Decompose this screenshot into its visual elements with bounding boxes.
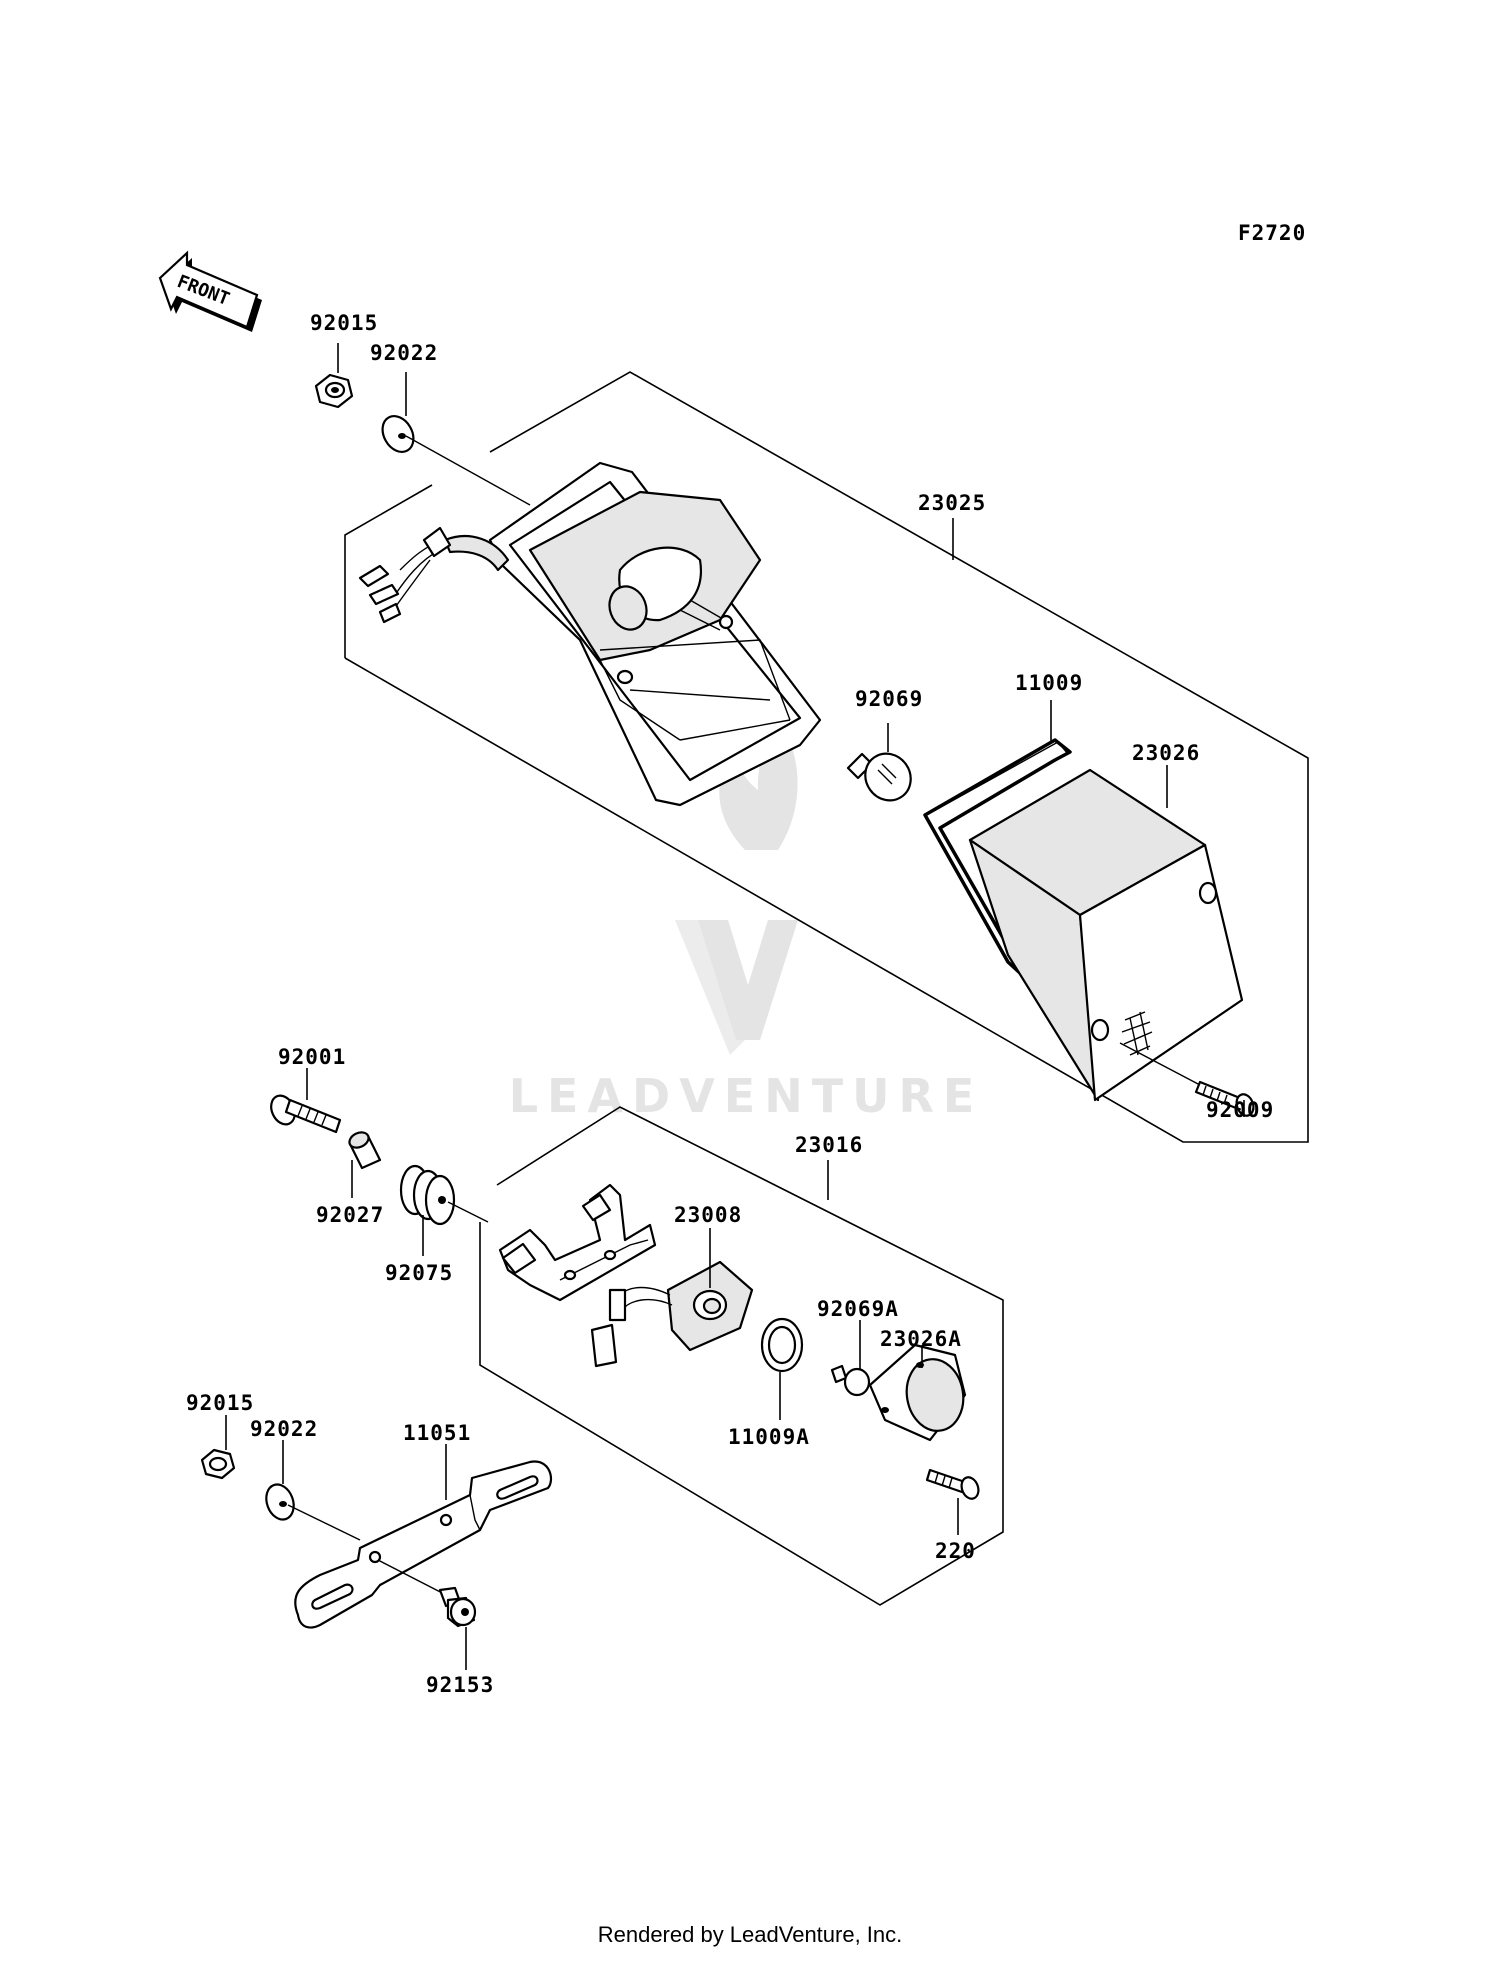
- bulb-92069: [846, 752, 912, 802]
- gasket-ring-11009A: [760, 1317, 804, 1373]
- label-92001: 92001: [278, 1045, 346, 1069]
- label-23026A: 23026A: [880, 1327, 962, 1351]
- lens-23026A: [868, 1343, 967, 1442]
- bolt-92001: [270, 1094, 342, 1134]
- lens-23026: [968, 768, 1244, 1102]
- taillight-housing-23025: [358, 461, 822, 807]
- label-23008: 23008: [674, 1203, 742, 1227]
- taillight-assembly-boundary: [344, 484, 433, 658]
- license-light-boundary: [479, 1106, 1004, 1606]
- diagram-code: F2720: [1238, 221, 1306, 245]
- screw-92009: [1194, 1080, 1255, 1117]
- bulb-92069A: [830, 1364, 871, 1397]
- label-92022-bottom: 92022: [250, 1417, 318, 1441]
- label-92075: 92075: [385, 1261, 453, 1285]
- label-23025: 23025: [918, 491, 986, 515]
- license-light-bracket: [498, 1183, 657, 1302]
- label-11051: 11051: [403, 1421, 471, 1445]
- label-220: 220: [935, 1539, 976, 1563]
- label-23016: 23016: [795, 1133, 863, 1157]
- label-92015-bottom: 92015: [186, 1391, 254, 1415]
- grommet-92075: [399, 1164, 456, 1226]
- footer-credit: Rendered by LeadVenture, Inc.: [598, 1922, 903, 1947]
- label-11009A: 11009A: [728, 1425, 810, 1449]
- label-92069A: 92069A: [817, 1297, 899, 1321]
- washer-92022-top: [381, 415, 415, 453]
- label-92022-top: 92022: [370, 341, 438, 365]
- collar-92027: [348, 1131, 382, 1170]
- front-direction-arrow-icon: FRONT: [158, 250, 262, 332]
- washer-92022-bottom: [265, 1483, 295, 1521]
- label-92009: 92009: [1206, 1098, 1274, 1122]
- label-23026: 23026: [1132, 741, 1200, 765]
- watermark-text: LEADVENTURE: [509, 1069, 984, 1123]
- bolt-92153: [438, 1586, 477, 1628]
- label-92015-top: 92015: [310, 311, 378, 335]
- label-92153: 92153: [426, 1673, 494, 1697]
- socket-23008: [590, 1260, 754, 1368]
- screw-220: [925, 1468, 980, 1500]
- nut-92015-top: [314, 373, 354, 409]
- bracket-11051: [294, 1460, 553, 1629]
- label-92069: 92069: [855, 687, 923, 711]
- label-11009: 11009: [1015, 671, 1083, 695]
- label-92027: 92027: [316, 1203, 384, 1227]
- gasket-11009: [923, 738, 1072, 975]
- nut-92015-bottom: [200, 1448, 236, 1480]
